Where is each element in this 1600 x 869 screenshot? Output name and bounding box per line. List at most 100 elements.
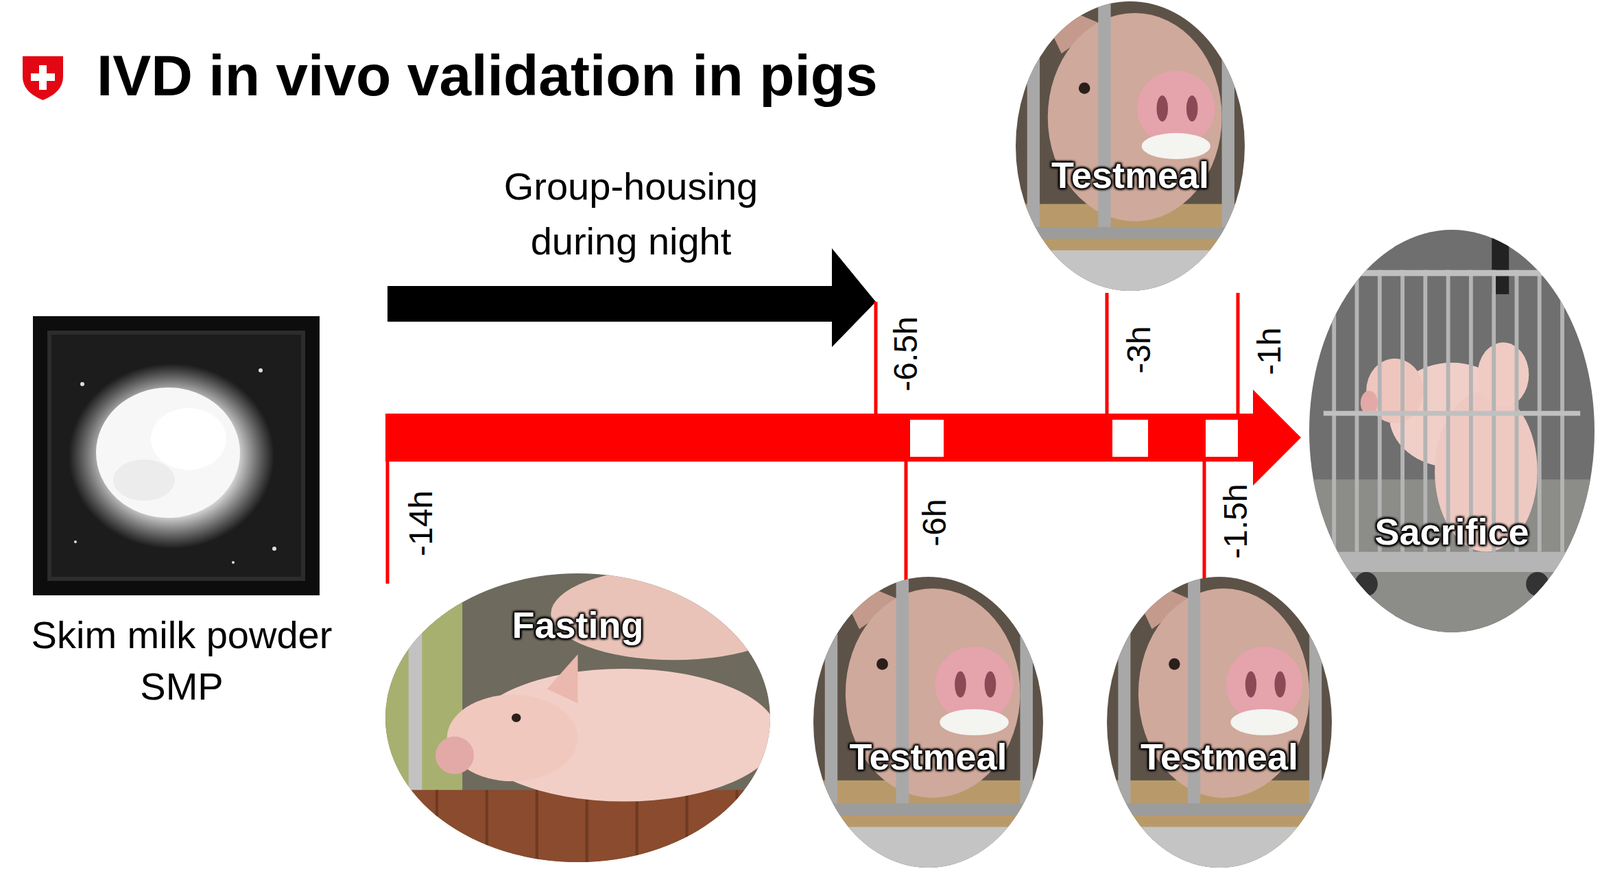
photo-label: Testmeal (1015, 154, 1245, 196)
tick (874, 301, 878, 414)
powder-speck (231, 560, 235, 564)
pig-ear (547, 654, 579, 704)
powder-speck (272, 546, 277, 551)
floor-slat (535, 790, 539, 863)
photo-bg (1015, 1, 1245, 291)
cage-rail (1323, 270, 1581, 277)
powder-pile (150, 408, 227, 470)
tick (1105, 292, 1109, 414)
rail (1106, 803, 1332, 816)
photo-label: Testmeal (813, 736, 1044, 778)
rail (1015, 227, 1245, 239)
metal-bar (1117, 576, 1131, 804)
metal-bar (825, 576, 838, 804)
photo-label: Testmeal (1106, 736, 1332, 778)
meal-marker (910, 419, 944, 457)
photo-oval: Testmeal (813, 576, 1044, 868)
trough (1027, 250, 1234, 291)
shield-shape (22, 56, 64, 101)
floor-slat (435, 790, 439, 863)
timeline-arrow (385, 389, 1301, 486)
oval-photo (1106, 576, 1332, 868)
floor-slat (585, 790, 589, 863)
powder-pile (113, 459, 175, 501)
nostril (1186, 95, 1199, 122)
time-label: -3h (1121, 325, 1158, 374)
title-text: IVD in vivo validation in pigs (96, 43, 878, 107)
oval-photo (1309, 229, 1595, 633)
pig-eye (511, 713, 521, 723)
oval-photo (813, 576, 1044, 868)
floor (385, 790, 771, 863)
photo-oval: Testmeal (1106, 576, 1332, 868)
photo-content (1106, 576, 1332, 868)
photo-bg (813, 576, 1044, 868)
nostril (1245, 671, 1257, 698)
floor-slat (685, 790, 689, 863)
photo-oval: Fasting (385, 573, 771, 863)
time-label: -1h (1251, 327, 1288, 375)
tick (1236, 292, 1240, 414)
wheel (1525, 571, 1549, 596)
photo-label: Sacrifice (1309, 511, 1595, 553)
time-label: -14h (403, 490, 440, 557)
floor-slat (735, 790, 739, 863)
metal-bar (1020, 576, 1033, 804)
tick (1202, 461, 1207, 584)
oval-photo (1015, 1, 1245, 291)
metal-bar (1222, 1, 1235, 228)
powder-speck (258, 368, 263, 373)
tick (904, 461, 909, 584)
powder-speck (80, 381, 85, 387)
floor-slat (485, 790, 489, 863)
foam (939, 709, 1009, 736)
metal-bar (1027, 1, 1040, 228)
photo-bg (1106, 576, 1332, 868)
powder-photo (32, 316, 320, 596)
pig-head (1477, 342, 1529, 407)
photo-label: Fasting (385, 604, 771, 646)
nostril (1274, 671, 1286, 698)
pig-eye (1078, 82, 1091, 94)
cart-platform (1323, 552, 1581, 572)
nostril (954, 671, 967, 698)
tick (386, 413, 390, 584)
photo-caption: Skim milk powder SMP (6, 609, 357, 712)
timeline-ticks (387, 292, 1238, 584)
shield-cross (30, 73, 55, 81)
meal-marker (1205, 419, 1238, 457)
photo-content (813, 576, 1044, 868)
photo-bg (1309, 229, 1595, 633)
cage-rail (1323, 410, 1581, 416)
powder-pile (68, 363, 275, 549)
nostril (1156, 95, 1168, 122)
pig-eye (876, 658, 889, 671)
nostril (984, 671, 997, 698)
photo-content (385, 573, 771, 863)
photo-oval: Sacrifice (1309, 229, 1595, 633)
metal-bar (1309, 576, 1322, 804)
meal-marker (1112, 419, 1149, 457)
wheel (1355, 571, 1378, 596)
photo-content (1015, 1, 1245, 291)
photo-frame (32, 316, 320, 596)
powder-speck (74, 540, 77, 544)
powder-pile (96, 387, 241, 518)
time-label: -6h (916, 498, 954, 546)
pig-snout (435, 736, 474, 775)
photo-content (1309, 229, 1595, 633)
foam (1230, 709, 1298, 736)
bowl (49, 332, 304, 579)
rail (813, 803, 1044, 816)
trough (1117, 827, 1321, 868)
swiss-shield (22, 56, 64, 101)
arrow-label: Group-housing during night (480, 159, 782, 269)
time-label: -1.5h (1218, 483, 1255, 559)
pig-eye (1168, 658, 1180, 671)
metal-bar (408, 573, 423, 863)
photo-oval: Testmeal (1015, 1, 1245, 291)
black-arrow (387, 248, 876, 348)
time-label: -6.5h (888, 316, 925, 391)
trough (825, 827, 1033, 868)
